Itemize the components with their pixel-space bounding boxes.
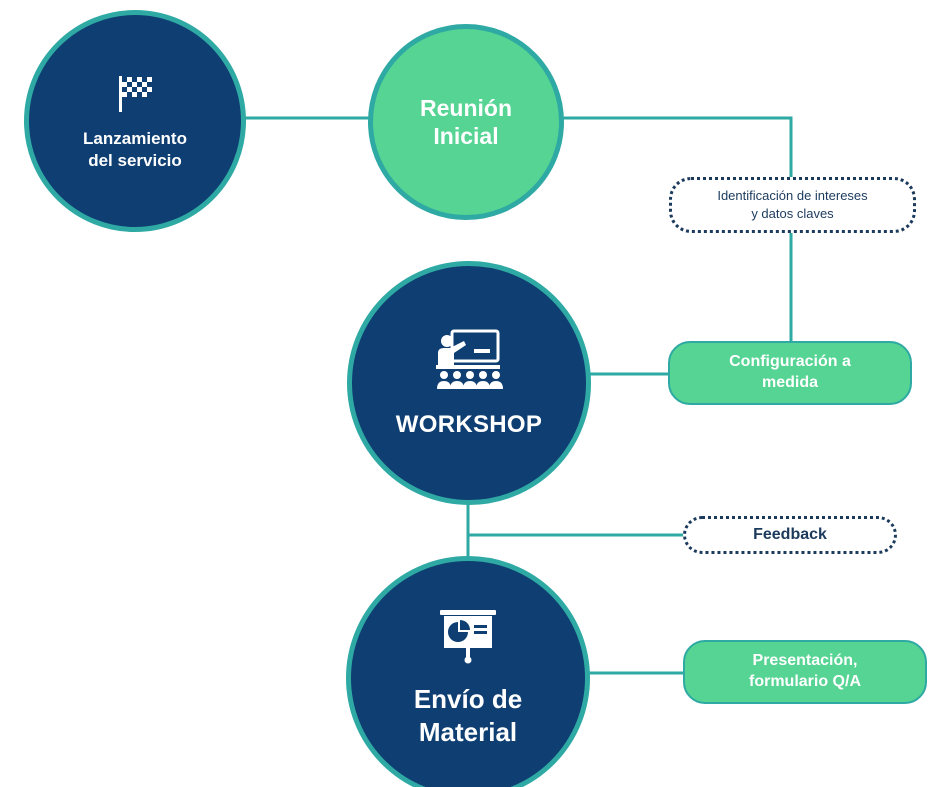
node-workshop-label: WORKSHOP [395, 410, 543, 438]
node-workshop: WORKSHOP [347, 261, 591, 505]
node-launch-label: Lanzamiento del servicio [83, 129, 187, 170]
note-identification: Identificación de intereses y datos clav… [669, 177, 916, 233]
node-material-label: Envío de Material [413, 684, 523, 747]
presentation-board-icon [436, 608, 500, 671]
note-presentation: Presentación, formulario Q/A [683, 640, 927, 704]
connector-meeting-configuration [562, 116, 793, 342]
node-meeting: Reunión Inicial [368, 24, 564, 220]
node-meeting-label: Reunión Inicial [420, 94, 512, 149]
node-launch: Lanzamiento del servicio [24, 10, 246, 232]
node-material: Envío de Material [346, 556, 590, 787]
presenter-audience-icon [434, 327, 504, 396]
note-feedback: Feedback [683, 516, 897, 554]
checkered-flag-icon [113, 71, 157, 120]
note-configuration: Configuración a medida [668, 341, 912, 405]
